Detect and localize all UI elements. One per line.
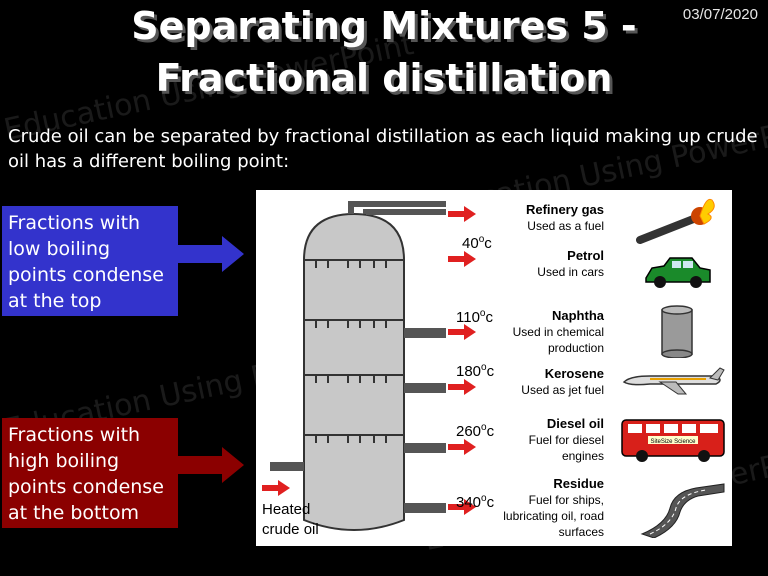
bus-icon: SiteSize Science bbox=[621, 419, 725, 462]
bus-side-text: SiteSize Science bbox=[650, 439, 696, 445]
low-boiling-box: Fractions with low boiling points conden… bbox=[2, 206, 178, 316]
blue-arrow-icon bbox=[178, 236, 244, 272]
intro-text: Crude oil can be separated by fractional… bbox=[8, 126, 758, 172]
title-line-2: Fractional distillation bbox=[155, 56, 613, 100]
road-icon bbox=[640, 483, 725, 538]
fractional-distillation-diagram: Heated crude oil 40oc 110oc 180oc 260oc … bbox=[256, 190, 732, 546]
red-arrow-icon bbox=[178, 447, 244, 483]
temp-petrol: 40oc bbox=[462, 234, 492, 252]
temp-kerosene: 180oc bbox=[456, 362, 495, 380]
fractionating-column bbox=[262, 201, 476, 531]
high-boiling-box: Fractions with high boiling points conde… bbox=[2, 418, 178, 528]
fraction-diesel: Diesel oil Fuel for diesel engines bbox=[528, 416, 604, 463]
fraction-kerosene: Kerosene Used as jet fuel bbox=[521, 366, 604, 397]
slide-title: Separating Mixtures 5 - Fractional disti… bbox=[0, 0, 768, 104]
drum-icon bbox=[661, 305, 693, 358]
fraction-petrol: Petrol Used in cars bbox=[537, 248, 604, 279]
heated-crude-oil-label: Heated crude oil bbox=[262, 501, 319, 538]
airplane-icon bbox=[622, 367, 725, 395]
fraction-residue: Residue Fuel for ships, lubricating oil,… bbox=[503, 476, 604, 539]
fraction-refinery-gas: Refinery gas Used as a fuel bbox=[525, 202, 604, 233]
car-icon bbox=[645, 257, 711, 288]
temp-naphtha: 110oc bbox=[456, 308, 493, 326]
lit-match-icon bbox=[636, 198, 715, 244]
temp-residue: 340oc bbox=[456, 493, 495, 511]
fraction-naphtha: Naphtha Used in chemical production bbox=[512, 308, 604, 355]
slide-date: 03/07/2020 bbox=[682, 6, 758, 23]
temp-diesel: 260oc bbox=[456, 422, 495, 440]
title-line-1: Separating Mixtures 5 - bbox=[131, 4, 637, 48]
